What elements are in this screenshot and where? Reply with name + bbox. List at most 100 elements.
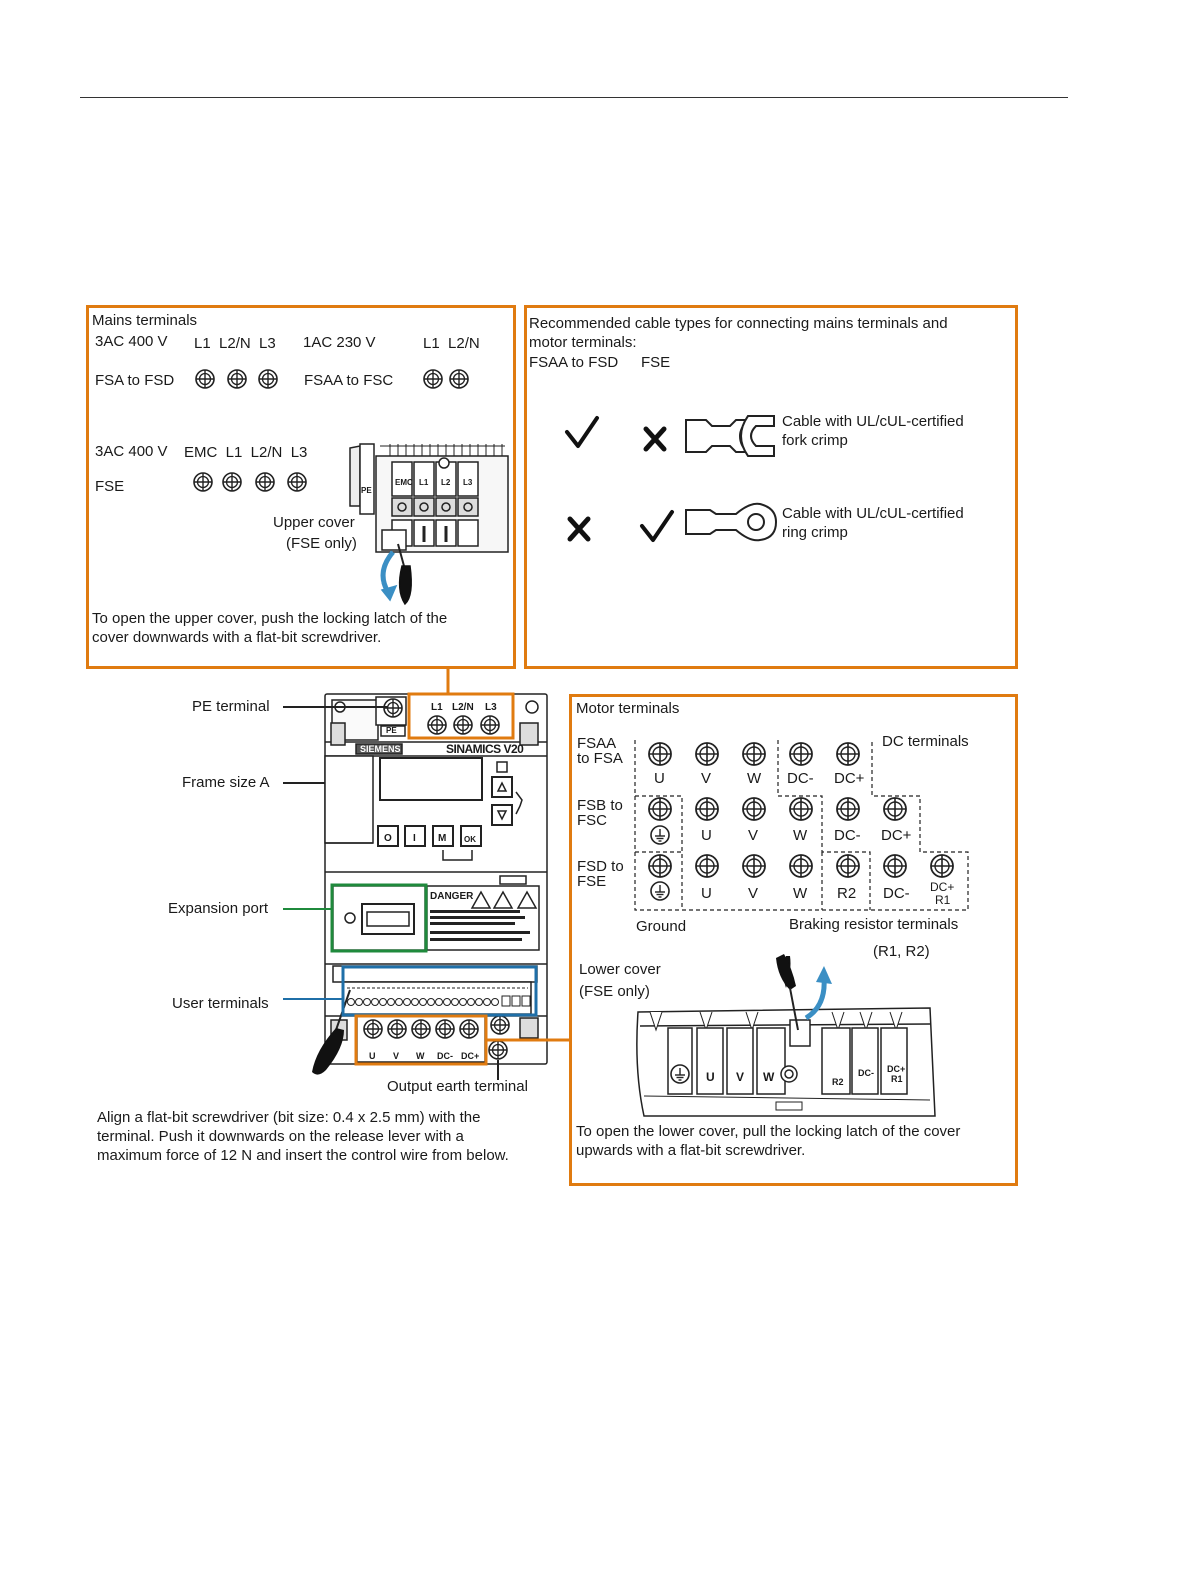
m2-w: W: [793, 827, 808, 844]
mains-row1-left-voltage: 3AC 400 V: [95, 333, 168, 350]
lower-cover-screws: [670, 1064, 690, 1084]
fork-crimp-illustration: [685, 415, 775, 457]
pe-tag: PE: [386, 726, 397, 735]
model-label: SINAMICS V20: [446, 742, 524, 756]
motor-screws-row1: [648, 742, 860, 766]
mains-row2-left-range: FSA to FSD: [95, 372, 175, 389]
m1-dcm: DC-: [787, 770, 814, 787]
lc-dcm: DC-: [858, 1068, 874, 1078]
m3-u: U: [701, 885, 712, 902]
m2-v: V: [748, 827, 759, 844]
m3-dcm: DC-: [883, 885, 910, 902]
cable-col1: FSAA to FSD: [529, 354, 619, 371]
fse-tag-emc: EMC: [395, 478, 413, 487]
fse-terminal-block-illustration: [349, 443, 509, 606]
danger-label: DANGER: [430, 891, 474, 902]
motor-panel: [569, 694, 1018, 1186]
header-rule: [80, 97, 1068, 98]
lc-w: W: [763, 1070, 775, 1084]
inv-btn-o: O: [384, 833, 392, 844]
mains-title: Mains terminals: [92, 312, 198, 329]
output-earth-label: Output earth terminal: [387, 1078, 528, 1095]
inv-mains-l1: L1: [431, 702, 443, 713]
lower-cover-illustration: [636, 1007, 936, 1117]
expansion-highlight: [330, 883, 428, 953]
m3-dcp-r1-bottom: R1: [935, 893, 951, 907]
motor-row1-label: FSAA to FSA: [577, 735, 623, 767]
inv-motor-w: W: [416, 1051, 425, 1061]
ring-crimp-label: Cable with UL/cUL-certified ring crimp: [782, 505, 964, 541]
inv-motor-dcp: DC+: [461, 1051, 480, 1061]
mains-screws-row2: [193, 472, 307, 492]
brand-label: SIEMENS: [360, 744, 401, 754]
lc-r2: R2: [832, 1077, 844, 1087]
pe-terminal-label: PE terminal: [192, 698, 270, 715]
mains-row3-terms: EMC L1 L2/N L3: [184, 444, 308, 461]
inv-mains-l3: L3: [485, 702, 497, 713]
expansion-port-label: Expansion port: [168, 900, 269, 917]
lower-cover-sub: (FSE only): [579, 983, 650, 1000]
mains-highlight: [407, 692, 515, 740]
inverter-illustration: [324, 693, 548, 1065]
motor-screws-row2: [648, 797, 907, 845]
lower-cover-screwdriver: [776, 954, 832, 1031]
cable-col2: FSE: [641, 354, 671, 371]
braking-label: Braking resistor terminals: [789, 916, 959, 933]
inv-btn-ok: OK: [464, 835, 476, 844]
m2-dcp: DC+: [881, 827, 912, 844]
mains-row1-right-terms: L1 L2/N: [423, 335, 480, 352]
inv-motor-dcm: DC-: [437, 1051, 453, 1061]
motor-note: To open the lower cover, pull the lockin…: [576, 1123, 961, 1159]
mains-row1-right-voltage: 1AC 230 V: [303, 334, 376, 351]
inverter-note: Align a flat-bit screwdriver (bit size: …: [97, 1109, 509, 1164]
lc-v: V: [736, 1070, 745, 1084]
mains-row2-right-range: FSAA to FSC: [304, 372, 394, 389]
mains-row3-voltage: 3AC 400 V: [95, 443, 168, 460]
inv-btn-m: M: [438, 833, 447, 844]
mains-row1-left-terms: L1 L2/N L3: [194, 335, 276, 352]
lc-r1: R1: [891, 1074, 903, 1084]
m1-dcp: DC+: [834, 770, 865, 787]
m2-dcm: DC-: [834, 827, 861, 844]
inv-motor-u: U: [369, 1051, 376, 1061]
dc-terminals-label: DC terminals: [882, 733, 969, 750]
motor-row3-label: FSD to FSE: [577, 858, 624, 890]
frame-size-label: Frame size A: [182, 774, 270, 791]
user-terminals-label: User terminals: [172, 995, 269, 1012]
fse-tag-l3: L3: [463, 478, 473, 487]
lc-u: U: [706, 1070, 715, 1084]
motor-title: Motor terminals: [576, 700, 680, 717]
upper-cover-sub: (FSE only): [286, 535, 357, 552]
motor-row2-label: FSB to FSC: [577, 797, 623, 829]
fse-tag-l1: L1: [419, 478, 429, 487]
inv-mains-l2n: L2/N: [452, 702, 474, 713]
upper-cover-label: Upper cover: [273, 514, 355, 531]
motor-dashed-regions: [634, 740, 969, 911]
mains-row3-range: FSE: [95, 478, 125, 495]
m1-v: V: [701, 770, 712, 787]
m1-w: W: [747, 770, 762, 787]
ground-label: Ground: [636, 918, 687, 935]
check-cross-marks: [565, 416, 674, 542]
ring-crimp-illustration: [685, 502, 778, 542]
fse-tag-l2: L2: [441, 478, 451, 487]
m3-dcp-r1-top: DC+: [930, 880, 955, 894]
m1-u: U: [654, 770, 665, 787]
m3-v: V: [748, 885, 759, 902]
lc-dcp: DC+: [887, 1064, 906, 1074]
fse-tag-pe: PE: [361, 486, 372, 495]
mains-note: To open the upper cover, push the lockin…: [92, 610, 448, 646]
inv-btn-i: I: [413, 833, 416, 844]
m2-u: U: [701, 827, 712, 844]
leader-lines: [283, 706, 499, 1080]
lower-cover-label: Lower cover: [579, 961, 661, 978]
inv-motor-v: V: [393, 1051, 400, 1061]
cable-title: Recommended cable types for connecting m…: [529, 315, 948, 351]
m3-r2: R2: [837, 885, 857, 902]
mains-panel: [86, 305, 516, 669]
braking-sub-label: (R1, R2): [873, 943, 930, 960]
m3-w: W: [793, 885, 808, 902]
cable-panel: [524, 305, 1018, 669]
fork-crimp-label: Cable with UL/cUL-certified fork crimp: [782, 413, 964, 449]
